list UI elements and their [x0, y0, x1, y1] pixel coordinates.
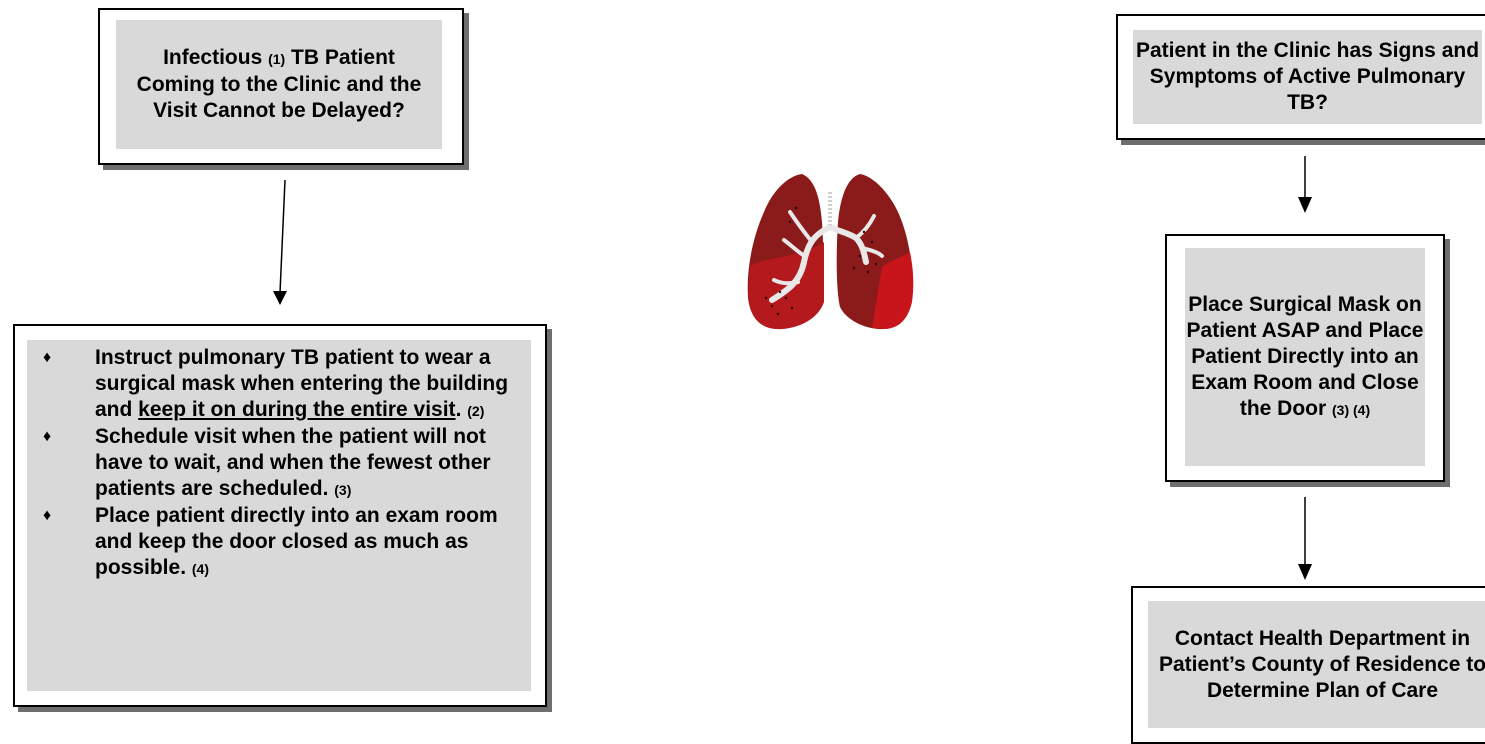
- arrow-box1-to-box2: [280, 180, 285, 293]
- lungs-icon: [742, 172, 922, 332]
- arrow-box3-to-box4-head: [1298, 197, 1312, 213]
- arrow-box1-to-box2-head: [273, 291, 287, 305]
- arrow-box4-to-box5-head: [1298, 564, 1312, 580]
